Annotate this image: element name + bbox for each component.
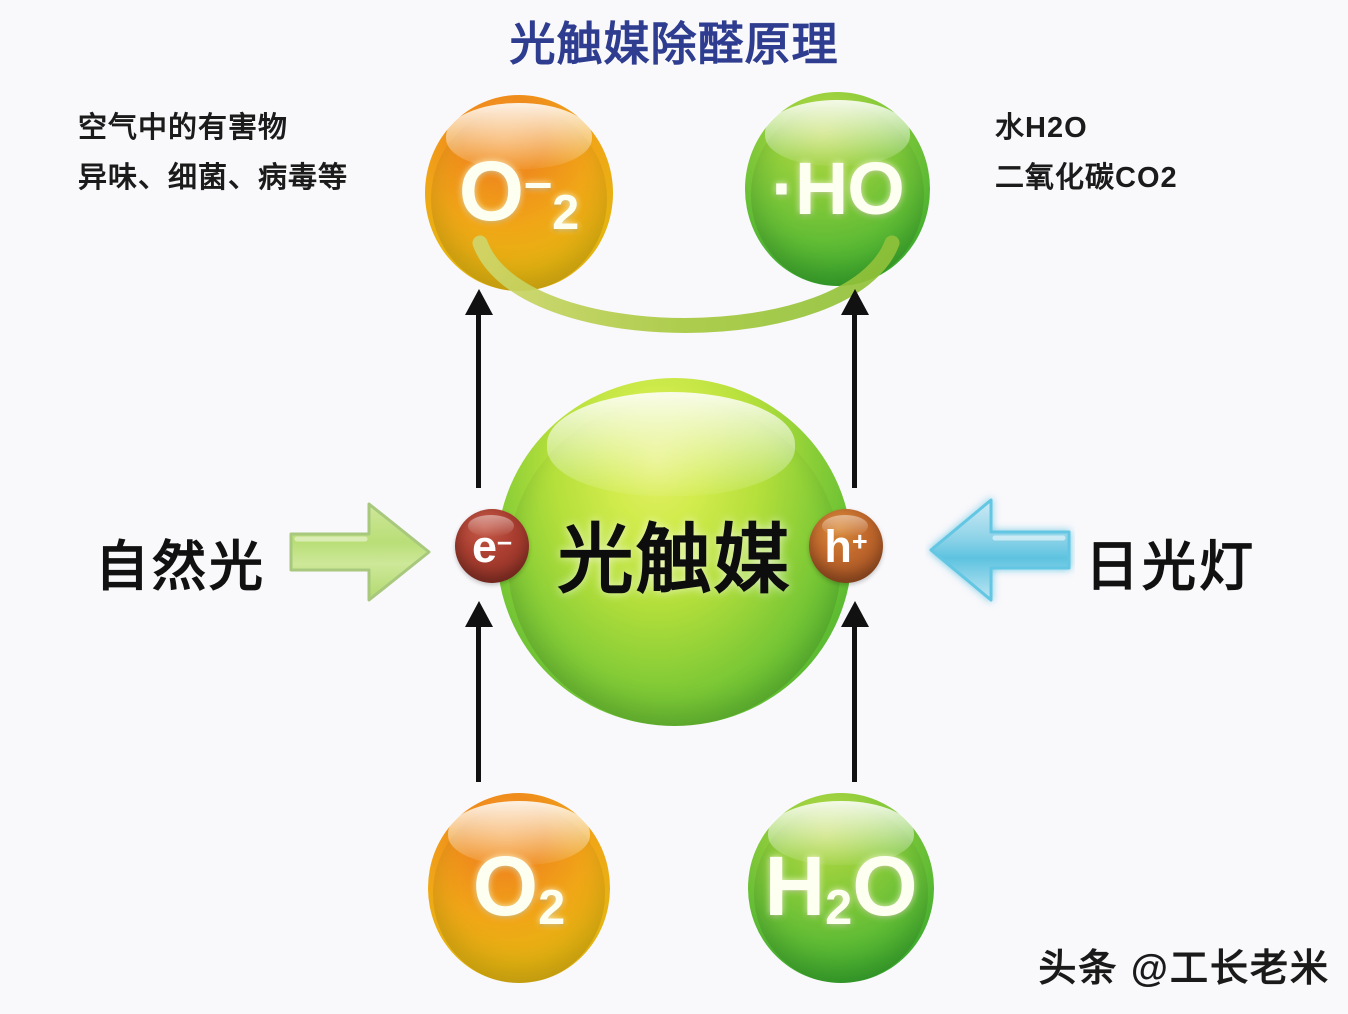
- page-title: 光触媒除醛原理: [509, 18, 839, 70]
- watermark: 头条 @工长老米: [1038, 948, 1330, 990]
- caption-right: 水H2O 二氧化碳CO2: [995, 104, 1178, 204]
- arrow-head-icon: [840, 601, 869, 627]
- sphere-water-label: H2O: [764, 838, 918, 935]
- arrow-up-right-top: [840, 289, 869, 488]
- arrow-head-icon: [840, 289, 869, 315]
- arrow-head-icon: [464, 601, 493, 627]
- arrow-up-left-bottom: [464, 601, 493, 782]
- hole-badge: h+: [809, 509, 883, 583]
- caption-right-line1: 水H2O: [995, 112, 1088, 144]
- caption-left: 空气中的有害物 异味、细菌、病毒等: [78, 104, 348, 204]
- lamp-light-label: 日光灯: [1085, 537, 1256, 597]
- sphere-superoxide-label: O–2: [458, 143, 580, 240]
- sphere-photocatalyst-label: 光触媒: [557, 518, 792, 603]
- hole-badge-label: h+: [824, 520, 868, 572]
- sphere-oxygen-label: O2: [472, 838, 566, 935]
- natural-light-label: 自然光: [95, 537, 266, 597]
- caption-right-line2: 二氧化碳CO2: [995, 161, 1178, 194]
- arrow-up-right-bottom: [840, 601, 869, 782]
- electron-badge-label: e–: [471, 520, 513, 572]
- sphere-hydroxyl-label: ·HO: [771, 147, 905, 230]
- sphere-photocatalyst: [497, 378, 852, 726]
- sphere-superoxide: O–2: [425, 95, 613, 291]
- sphere-water: H2O: [748, 793, 934, 983]
- natural-light-arrow-icon: [289, 502, 431, 602]
- lamp-light-arrow-icon: [929, 498, 1071, 602]
- electron-badge: e–: [455, 509, 529, 583]
- sphere-oxygen: O2: [428, 793, 610, 983]
- arrow-head-icon: [464, 289, 493, 315]
- sphere-hydroxyl: ·HO: [745, 92, 930, 286]
- caption-left-line2: 异味、细菌、病毒等: [78, 161, 349, 194]
- arrow-up-left-top: [464, 289, 493, 488]
- caption-left-line1: 空气中的有害物: [78, 112, 289, 144]
